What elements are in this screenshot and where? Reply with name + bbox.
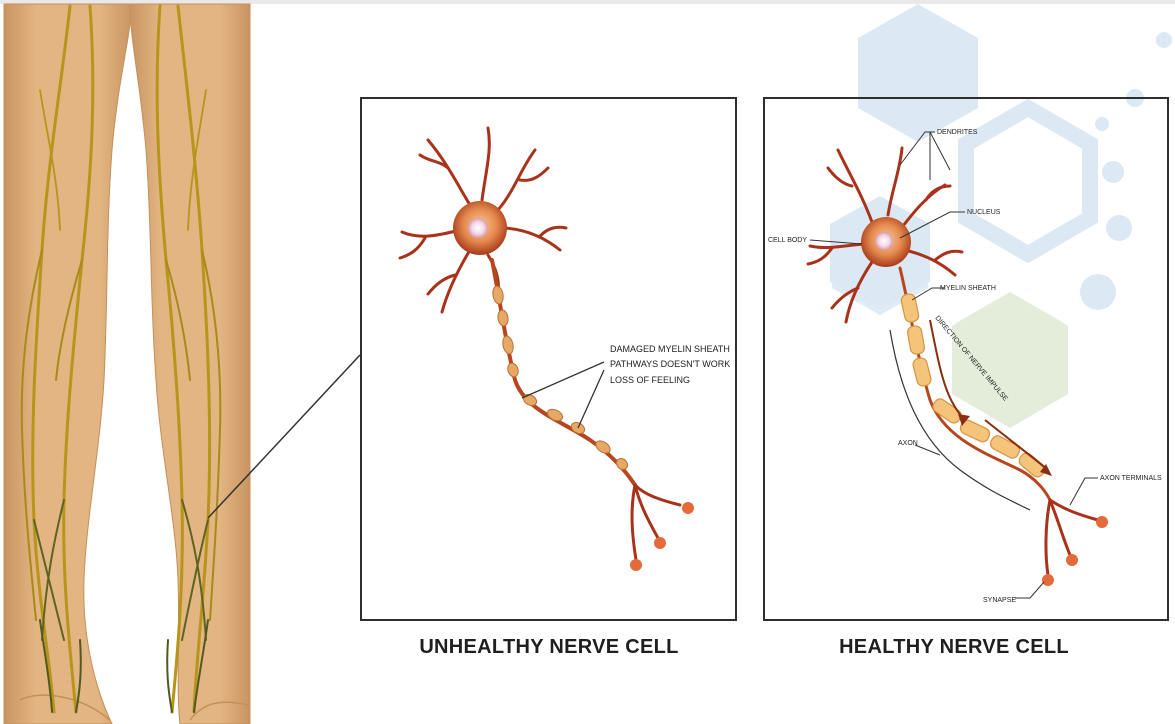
label-axon-terminals: AXON TERMINALS [1100,475,1162,482]
healthy-caption: HEALTHY NERVE CELL [839,636,1069,658]
note-pathways: PATHWAYS DOESN'T WORK [610,359,730,369]
dot [1106,215,1132,241]
label-synapse: SYNAPSE [983,597,1016,604]
dot [1080,274,1116,310]
hexagon-blue-top [858,4,978,142]
hexagon-outline [966,108,1090,254]
note-damaged-myelin: DAMAGED MYELIN SHEATH [610,344,730,354]
note-loss-of-feeling: LOSS OF FEELING [610,375,690,385]
dot [1095,117,1109,131]
label-cell-body: CELL BODY [768,237,807,244]
unhealthy-caption: UNHEALTHY NERVE CELL [419,636,678,658]
dot [1102,161,1124,183]
label-axon: AXON [898,440,918,447]
healthy-terminal-bulbs [1042,516,1108,586]
unhealthy-nucleus [468,218,488,238]
dot [1156,32,1172,48]
unhealthy-panel: DAMAGED MYELIN SHEATH PATHWAYS DOESN'T W… [361,98,736,658]
legs-illustration [4,4,250,724]
label-myelin-sheath: MYELIN SHEATH [940,285,996,292]
label-nucleus: NUCLEUS [967,209,1001,216]
label-dendrites: DENDRITES [937,129,978,136]
healthy-nucleus [875,232,893,250]
